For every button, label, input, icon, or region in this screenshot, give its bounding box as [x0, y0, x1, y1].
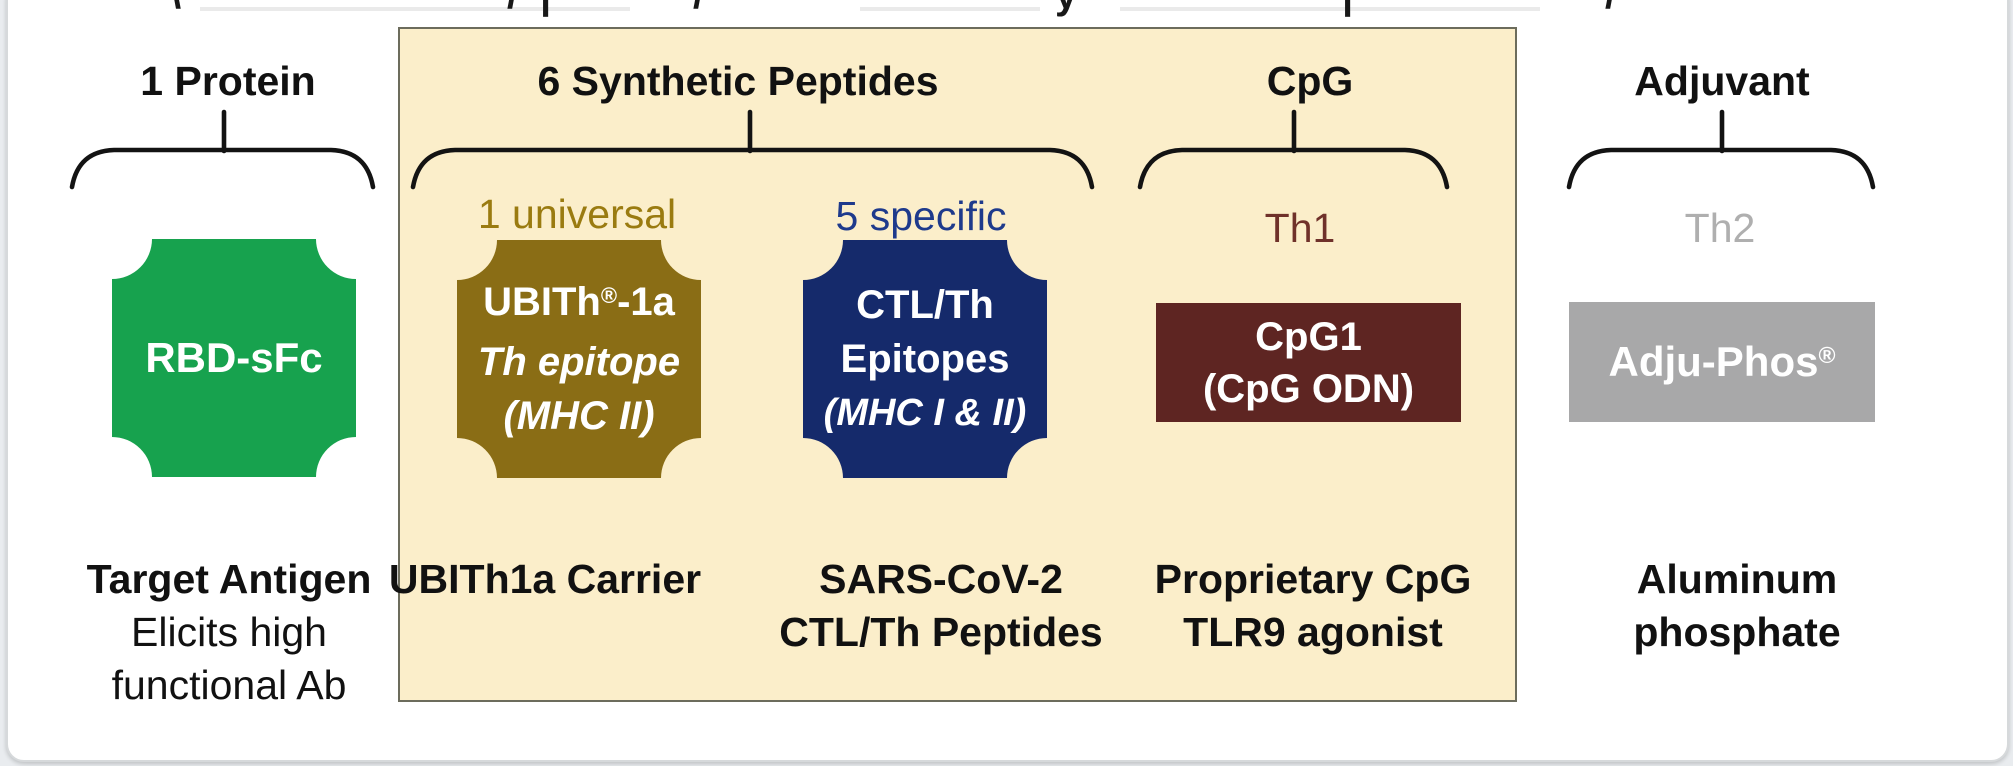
pincushion-outline: [803, 240, 1047, 478]
tag-5-specific: 5 specific: [835, 193, 1007, 239]
ubith-line2: Th epitope: [477, 340, 681, 384]
caption-line: phosphate: [1633, 609, 1841, 655]
ubith-1a-shape: UBITh®-1a Th epitope (MHC II): [457, 240, 701, 478]
pincushion-outline: [112, 239, 356, 477]
clipped-glyph: y: [1055, 0, 1077, 17]
cpg1-line1: CpG1: [1255, 314, 1362, 359]
ubith-line3: (MHC II): [503, 394, 655, 438]
cpg1-box: CpG1 (CpG ODN): [1156, 303, 1461, 422]
caption-line: CTL/Th Peptides: [779, 609, 1103, 655]
pincushion-outline: [457, 240, 701, 478]
header-peptides: 6 Synthetic Peptides: [537, 58, 939, 104]
clipped-text-smudge: [1120, 7, 1540, 11]
adju-phos-label: Adju-Phos®: [1608, 338, 1836, 385]
clipped-text-row: \ / | / y | /: [0, 0, 2013, 17]
ubith-line1: UBITh®-1a: [483, 280, 675, 324]
header-adjuvant: Adjuvant: [1634, 58, 1810, 104]
ctl-line3: (MHC I & II): [823, 392, 1027, 434]
rbd-sfc-label: RBD-sFc: [145, 334, 323, 381]
clipped-glyph: |: [1342, 0, 1353, 17]
caption-title: SARS-CoV-2: [819, 556, 1063, 602]
clipped-glyph: /: [1605, 0, 1616, 17]
caption-title: UBITh1a Carrier: [388, 556, 702, 602]
registered-mark: ®: [1818, 342, 1836, 369]
adju-phos-box: Adju-Phos®: [1569, 302, 1875, 422]
registered-mark: ®: [600, 282, 618, 308]
caption-line: functional Ab: [111, 662, 347, 708]
caption-sars-cov-2-peptides: SARS-CoV-2 CTL/Th Peptides: [779, 553, 1102, 659]
ctl-line2: Epitopes: [840, 337, 1010, 381]
clipped-glyph: /: [507, 0, 518, 17]
caption-title: Aluminum: [1636, 556, 1838, 602]
tag-1-universal: 1 universal: [477, 191, 677, 237]
clipped-text-smudge: [860, 7, 1040, 11]
clipped-text-smudge: [200, 7, 630, 11]
tag-th1: Th1: [1264, 205, 1336, 251]
rbd-sfc-shape: RBD-sFc: [112, 239, 356, 477]
cpg1-line2: (CpG ODN): [1202, 366, 1415, 411]
ctl-th-epitopes-shape: CTL/Th Epitopes (MHC I & II): [803, 240, 1047, 478]
clipped-glyph: /: [693, 0, 704, 17]
header-cpg: CpG: [1266, 58, 1354, 104]
caption-ubith1a-carrier: UBITh1a Carrier: [389, 553, 701, 606]
caption-target-antigen: Target Antigen Elicits high functional A…: [87, 553, 372, 712]
caption-line: Elicits high: [131, 609, 327, 655]
tag-th2: Th2: [1684, 205, 1756, 251]
clipped-glyph: |: [540, 0, 551, 17]
caption-line: TLR9 agonist: [1183, 609, 1443, 655]
header-protein: 1 Protein: [140, 58, 316, 104]
caption-proprietary-cpg: Proprietary CpG TLR9 agonist: [1155, 553, 1472, 659]
caption-title: Target Antigen: [86, 556, 372, 602]
caption-title: Proprietary CpG: [1154, 556, 1472, 602]
caption-aluminum-phosphate: Aluminum phosphate: [1633, 553, 1840, 659]
clipped-glyph: \: [170, 0, 181, 17]
ctl-line1: CTL/Th: [856, 283, 994, 327]
